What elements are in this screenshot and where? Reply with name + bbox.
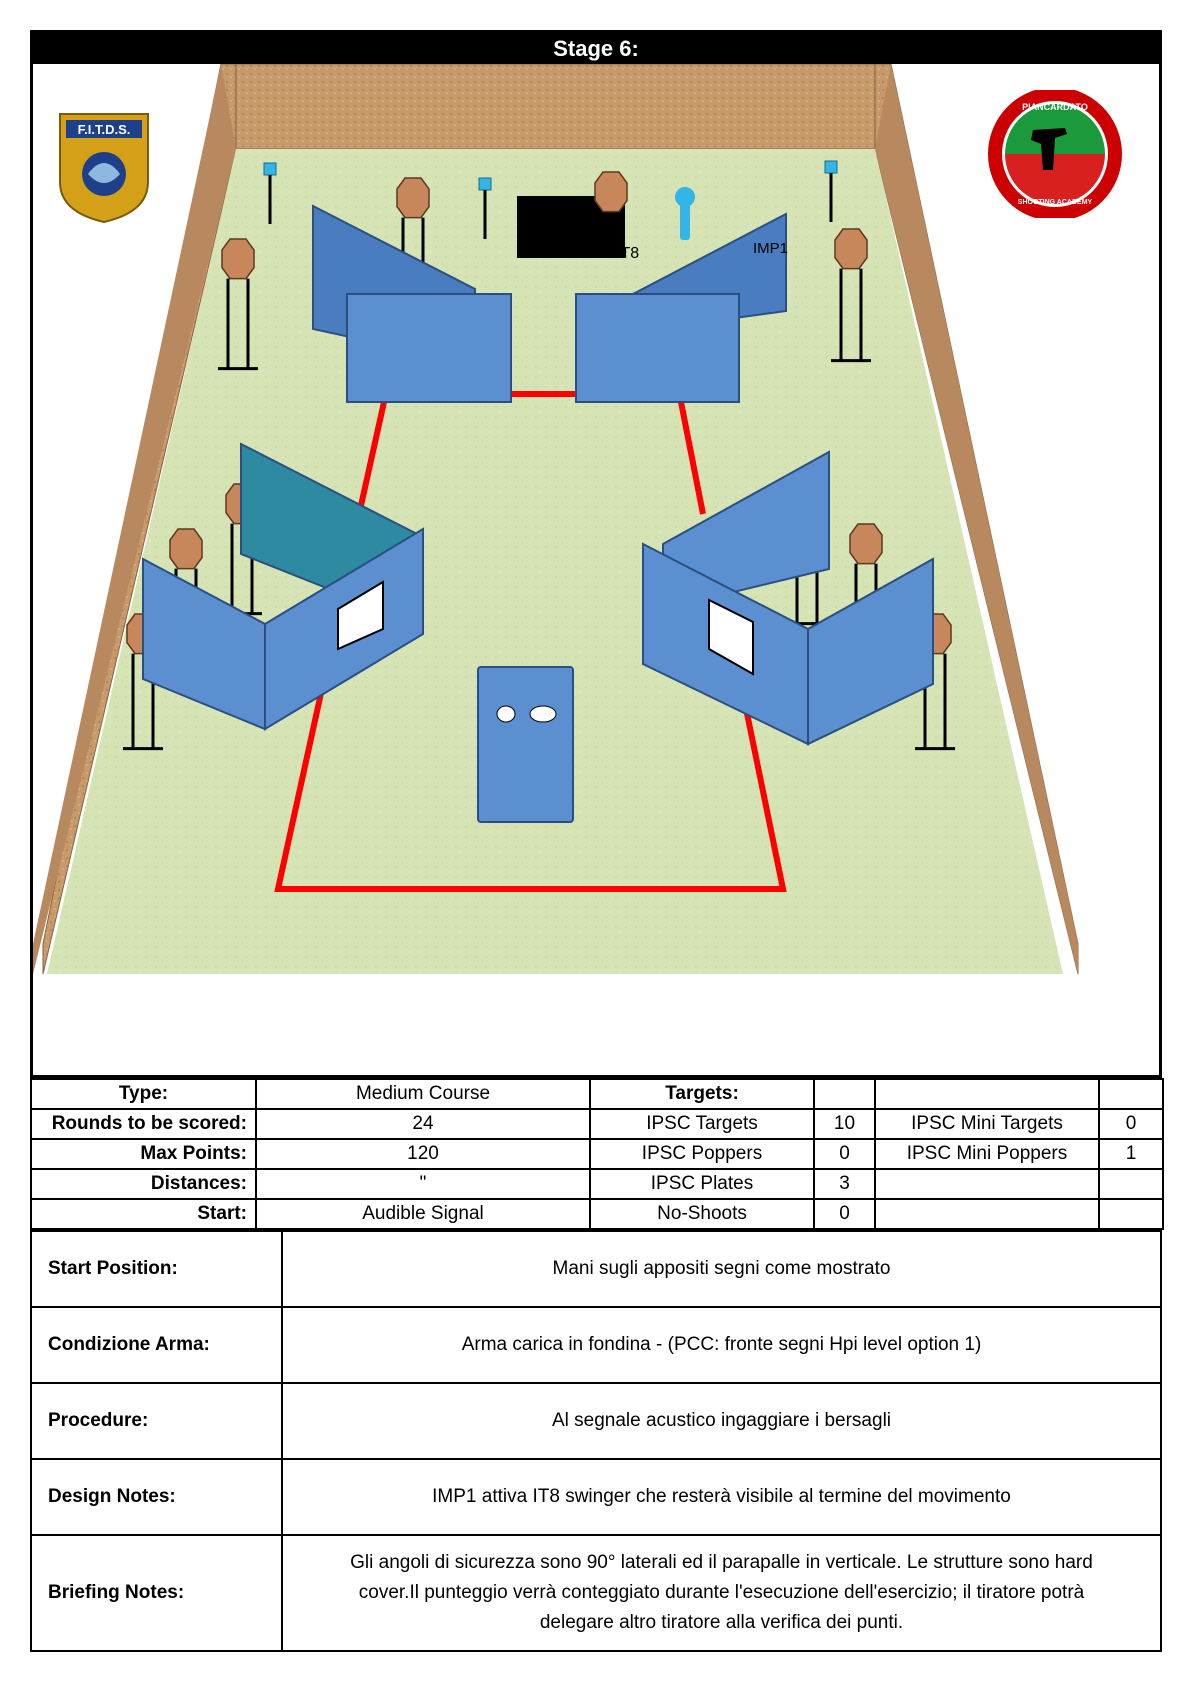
plate-stand-left bbox=[263, 162, 277, 224]
condizione-value: Arma carica in fondina - (PCC: fronte se… bbox=[281, 1306, 1162, 1384]
table-row: Design Notes: IMP1 attiva IT8 swinger ch… bbox=[30, 1458, 1162, 1536]
briefing-line: Gli angoli di sicurezza sono 90° lateral… bbox=[350, 1552, 1093, 1573]
no-shoots-label: No-Shoots bbox=[589, 1198, 815, 1230]
it8-label: IT8 bbox=[616, 245, 640, 262]
ipsc-plates-label: IPSC Plates bbox=[589, 1168, 815, 1200]
plate-stand-center bbox=[478, 177, 492, 239]
empty-cell bbox=[1098, 1198, 1164, 1230]
stage-notes-table: Start Position: Mani sugli appositi segn… bbox=[30, 1230, 1162, 1652]
design-notes-label: Design Notes: bbox=[30, 1458, 283, 1536]
imp1-popper bbox=[675, 187, 695, 240]
fault-lines bbox=[274, 391, 787, 892]
svg-text:SHOOTING ACADEMY: SHOOTING ACADEMY bbox=[1018, 199, 1093, 206]
fault-line-left bbox=[355, 401, 387, 520]
empty-cell bbox=[874, 1078, 1100, 1110]
window-right bbox=[708, 598, 754, 676]
wall-back-left-front bbox=[346, 293, 512, 403]
right-berm-face bbox=[875, 64, 1078, 974]
table-row: Condizione Arma: Arma carica in fondina … bbox=[30, 1306, 1162, 1384]
briefing-line: cover.Il punteggio verrà conteggiato dur… bbox=[358, 1582, 1085, 1603]
table-row: Start Position: Mani sugli appositi segn… bbox=[30, 1230, 1162, 1308]
empty-cell bbox=[874, 1198, 1100, 1230]
ipsc-poppers-value: 0 bbox=[813, 1138, 876, 1170]
stage-title: Stage 6: bbox=[30, 30, 1162, 64]
range-ground bbox=[47, 149, 1063, 974]
start-label: Start: bbox=[30, 1198, 257, 1230]
svg-text:PIANCARDATO: PIANCARDATO bbox=[1022, 102, 1088, 112]
window-left bbox=[337, 580, 384, 651]
mini-targets-label: IPSC Mini Targets bbox=[874, 1108, 1100, 1140]
stage-info-table: Type: Medium Course Targets: Rounds to b… bbox=[30, 1078, 1164, 1230]
rounds-value: 24 bbox=[255, 1108, 591, 1140]
mini-poppers-label: IPSC Mini Poppers bbox=[874, 1138, 1100, 1170]
mini-poppers-value: 1 bbox=[1098, 1138, 1164, 1170]
no-shoots-value: 0 bbox=[813, 1198, 876, 1230]
max-points-value: 120 bbox=[255, 1138, 591, 1170]
procedure-label: Procedure: bbox=[30, 1382, 283, 1460]
targets-label: Targets: bbox=[589, 1078, 815, 1110]
ipsc-poppers-label: IPSC Poppers bbox=[589, 1138, 815, 1170]
max-points-label: Max Points: bbox=[30, 1138, 257, 1170]
distances-value: " bbox=[255, 1168, 591, 1200]
ipsc-target bbox=[594, 171, 628, 213]
ipsc-target bbox=[218, 238, 258, 371]
ipsc-plates-value: 3 bbox=[813, 1168, 876, 1200]
distances-label: Distances: bbox=[30, 1168, 257, 1200]
center-barricade bbox=[477, 666, 574, 823]
ipsc-targets-value: 10 bbox=[813, 1108, 876, 1140]
table-row: Rounds to be scored: 24 IPSC Targets 10 … bbox=[30, 1108, 1164, 1140]
stage-drawing bbox=[33, 64, 1079, 975]
start-position-value: Mani sugli appositi segni come mostrato bbox=[281, 1230, 1162, 1308]
piancardato-logo: PIANCARDATO SHOOTING ACADEMY bbox=[985, 87, 1125, 221]
empty-cell bbox=[1098, 1078, 1164, 1110]
empty-cell bbox=[1098, 1168, 1164, 1200]
empty-cell bbox=[874, 1168, 1100, 1200]
briefing-notes-label: Briefing Notes: bbox=[30, 1534, 283, 1652]
back-berm bbox=[235, 64, 876, 150]
start-mark-left bbox=[496, 705, 516, 723]
design-notes-value: IMP1 attiva IT8 swinger che resterà visi… bbox=[281, 1458, 1162, 1536]
fault-line-bottom bbox=[274, 683, 787, 892]
ipsc-targets-label: IPSC Targets bbox=[589, 1108, 815, 1140]
start-position-label: Start Position: bbox=[30, 1230, 283, 1308]
mini-targets-value: 0 bbox=[1098, 1108, 1164, 1140]
fault-line-right bbox=[678, 401, 706, 515]
plate-stand-right bbox=[824, 160, 838, 222]
table-row: Max Points: 120 IPSC Poppers 0 IPSC Mini… bbox=[30, 1138, 1164, 1170]
briefing-line: delegare altro tiratore alla verifica de… bbox=[539, 1612, 904, 1633]
table-row: Start: Audible Signal No-Shoots 0 bbox=[30, 1198, 1164, 1230]
type-value: Medium Course bbox=[255, 1078, 591, 1110]
condizione-label: Condizione Arma: bbox=[30, 1306, 283, 1384]
table-row: Briefing Notes: Gli angoli di sicurezza … bbox=[30, 1534, 1162, 1652]
table-row: Distances: " IPSC Plates 3 bbox=[30, 1168, 1164, 1200]
empty-cell bbox=[813, 1078, 876, 1110]
stage-diagram: IT8 IMP1 bbox=[30, 64, 1162, 1078]
fitds-logo: F.I.T.D.S. bbox=[58, 112, 150, 224]
procedure-value: Al segnale acustico ingaggiare i bersagl… bbox=[281, 1382, 1162, 1460]
wall-back-right-front bbox=[575, 293, 740, 403]
imp1-label: IMP1 bbox=[753, 240, 789, 257]
start-value: Audible Signal bbox=[255, 1198, 591, 1230]
table-row: Procedure: Al segnale acustico ingaggiar… bbox=[30, 1382, 1162, 1460]
table-row: Type: Medium Course Targets: bbox=[30, 1078, 1164, 1110]
ipsc-target bbox=[831, 228, 871, 363]
briefing-notes-value: Gli angoli di sicurezza sono 90° lateral… bbox=[281, 1534, 1162, 1652]
start-mark-right bbox=[529, 705, 557, 723]
type-label: Type: bbox=[30, 1078, 257, 1110]
left-berm-face bbox=[33, 64, 236, 974]
rounds-label: Rounds to be scored: bbox=[30, 1108, 257, 1140]
svg-text:F.I.T.D.S.: F.I.T.D.S. bbox=[78, 122, 131, 137]
